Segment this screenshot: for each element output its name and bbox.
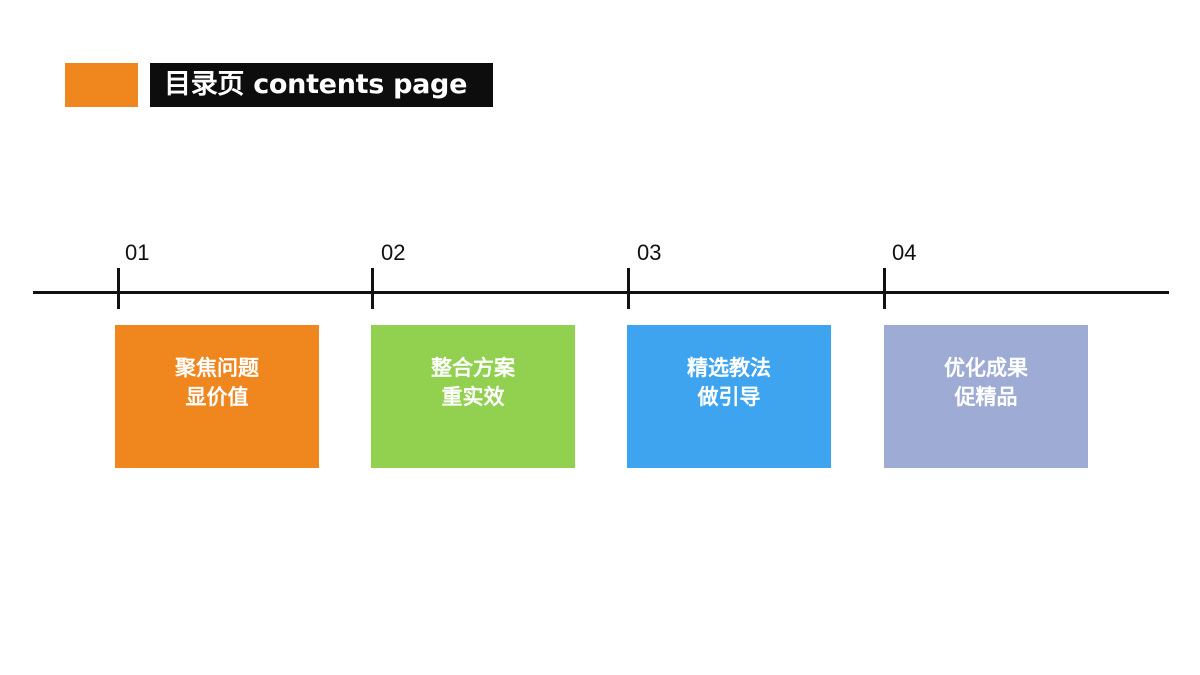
title-accent-block bbox=[65, 63, 138, 107]
section-card-title: 聚焦问题 bbox=[175, 355, 259, 380]
section-card-subtitle: 显价值 bbox=[185, 384, 249, 409]
timeline-number-4: 04 bbox=[892, 240, 917, 265]
section-card-title: 整合方案 bbox=[431, 355, 515, 380]
section-card-2[interactable]: 整合方案 重实效 bbox=[371, 325, 575, 468]
section-card-subtitle: 促精品 bbox=[954, 384, 1018, 409]
timeline-number-1: 01 bbox=[125, 240, 150, 265]
timeline-number-2: 02 bbox=[381, 240, 406, 265]
page-title: 目录页 contents page bbox=[150, 63, 493, 107]
timeline-tick-2 bbox=[371, 268, 374, 309]
section-card-1[interactable]: 聚焦问题 显价值 bbox=[115, 325, 319, 468]
section-card-title: 精选教法 bbox=[687, 355, 771, 380]
section-card-subtitle: 做引导 bbox=[697, 384, 761, 409]
section-card-3[interactable]: 精选教法 做引导 bbox=[627, 325, 831, 468]
timeline-number-3: 03 bbox=[637, 240, 662, 265]
timeline-tick-3 bbox=[627, 268, 630, 309]
timeline-tick-1 bbox=[117, 268, 120, 309]
section-card-subtitle: 重实效 bbox=[441, 384, 505, 409]
timeline-axis bbox=[33, 291, 1169, 294]
timeline-tick-4 bbox=[883, 268, 886, 309]
section-card-title: 优化成果 bbox=[944, 355, 1028, 380]
section-card-4[interactable]: 优化成果 促精品 bbox=[884, 325, 1088, 468]
